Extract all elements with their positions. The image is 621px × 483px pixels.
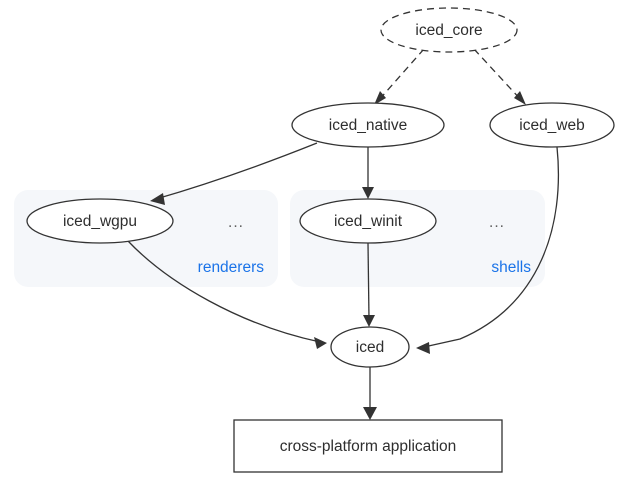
shells-more-label: ... xyxy=(489,214,505,231)
node-iced-core-label: iced_core xyxy=(415,22,482,39)
edge-web-to-iced-arrowhead xyxy=(416,342,430,354)
node-iced-winit[interactable]: iced_winit xyxy=(299,198,437,244)
renderers-more-label: ... xyxy=(228,214,244,231)
node-iced-native-label: iced_native xyxy=(329,117,407,134)
edge-core-to-native-line xyxy=(377,48,425,102)
edge-native-to-winit-arrowhead xyxy=(362,187,374,199)
node-iced-native[interactable]: iced_native xyxy=(291,102,445,148)
edge-native-to-wgpu xyxy=(150,142,318,205)
edge-wgpu-to-iced-arrowhead xyxy=(314,337,327,349)
node-iced-label: iced xyxy=(356,339,384,356)
node-cross-platform-application-rect[interactable] xyxy=(233,419,503,473)
edge-core-to-web-line xyxy=(473,48,523,102)
edge-web-to-iced xyxy=(416,146,560,354)
edge-winit-to-iced-line xyxy=(367,242,370,320)
node-iced-winit-label: iced_winit xyxy=(334,213,403,230)
edge-web-to-iced-line xyxy=(423,146,560,348)
node-iced-web-label: iced_web xyxy=(519,117,585,134)
node-iced-wgpu[interactable]: iced_wgpu xyxy=(26,198,174,244)
node-iced-winit-ellipse[interactable] xyxy=(299,198,437,244)
node-cross-platform-application[interactable]: cross-platform application xyxy=(233,419,503,473)
node-iced-native-ellipse[interactable] xyxy=(291,102,445,148)
edge-native-to-winit xyxy=(362,147,374,199)
edge-native-to-wgpu-arrowhead xyxy=(150,193,165,205)
edge-winit-to-iced-arrowhead xyxy=(363,315,375,327)
edge-iced-to-app xyxy=(363,367,377,420)
edge-native-to-wgpu-line xyxy=(155,142,318,200)
node-iced-wgpu-label: iced_wgpu xyxy=(63,213,137,230)
node-iced-wgpu-ellipse[interactable] xyxy=(26,198,174,244)
node-iced-web[interactable]: iced_web xyxy=(489,102,615,148)
node-iced[interactable]: iced xyxy=(330,326,410,368)
cluster-renderers-label: renderers xyxy=(198,259,265,276)
edge-core-to-web xyxy=(473,48,526,105)
edge-core-to-web-arrowhead xyxy=(514,91,526,105)
edge-wgpu-to-iced xyxy=(127,240,327,349)
cluster-shells-label: shells xyxy=(491,259,531,276)
edge-core-to-native-arrowhead xyxy=(374,91,386,105)
edge-iced-to-app-arrowhead xyxy=(363,407,377,420)
edge-wgpu-to-iced-line xyxy=(127,240,321,343)
node-iced-web-ellipse[interactable] xyxy=(489,102,615,148)
node-iced-ellipse[interactable] xyxy=(330,326,410,368)
node-iced-core-ellipse[interactable] xyxy=(380,7,518,53)
node-iced-core[interactable]: iced_core xyxy=(380,7,518,53)
edge-winit-to-iced xyxy=(363,242,375,327)
edge-core-to-native xyxy=(374,48,425,105)
node-cross-platform-application-label: cross-platform application xyxy=(280,438,457,455)
